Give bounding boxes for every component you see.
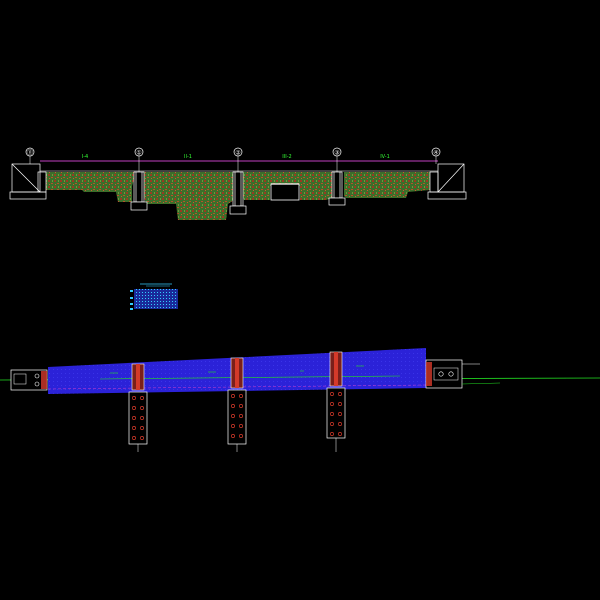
- axis-label: ⑪: [27, 149, 33, 157]
- axis-marker: ②: [233, 147, 243, 172]
- axis-label: ②: [235, 150, 241, 157]
- axis-label: ③: [334, 150, 339, 157]
- span-label: II-1: [184, 154, 192, 160]
- pier-3-plan: [326, 351, 346, 452]
- axis-label: ④: [433, 150, 438, 157]
- axis-marker: ①: [134, 147, 144, 172]
- left-abutment: [9, 163, 47, 200]
- left-abutment-plan: [10, 369, 48, 391]
- axis-marker: ③: [332, 147, 342, 172]
- pier-1-plan: [128, 363, 148, 452]
- right-abutment: [427, 163, 467, 200]
- elevation-view: ⑪ ① ② ③ ④ I-4 II-1 III-2 IV-1: [9, 147, 467, 220]
- span-label: I-4: [82, 154, 88, 160]
- pier-3: [328, 171, 346, 206]
- axis-marker: ④: [431, 147, 441, 164]
- plan-view: [0, 348, 600, 452]
- soil-fill: [46, 172, 134, 202]
- soil-fill: [144, 172, 234, 220]
- soil-fill: [344, 172, 430, 198]
- detail-block: [130, 283, 178, 310]
- span-label: IV-1: [380, 154, 390, 160]
- culvert-box: [270, 183, 300, 201]
- span-label: III-2: [282, 154, 291, 160]
- deck-marks: [110, 365, 364, 374]
- axis-label: ①: [136, 150, 141, 157]
- pier-2-plan: [227, 357, 247, 452]
- axis-marker: ⑪: [25, 147, 35, 164]
- right-abutment-plan: [425, 359, 501, 389]
